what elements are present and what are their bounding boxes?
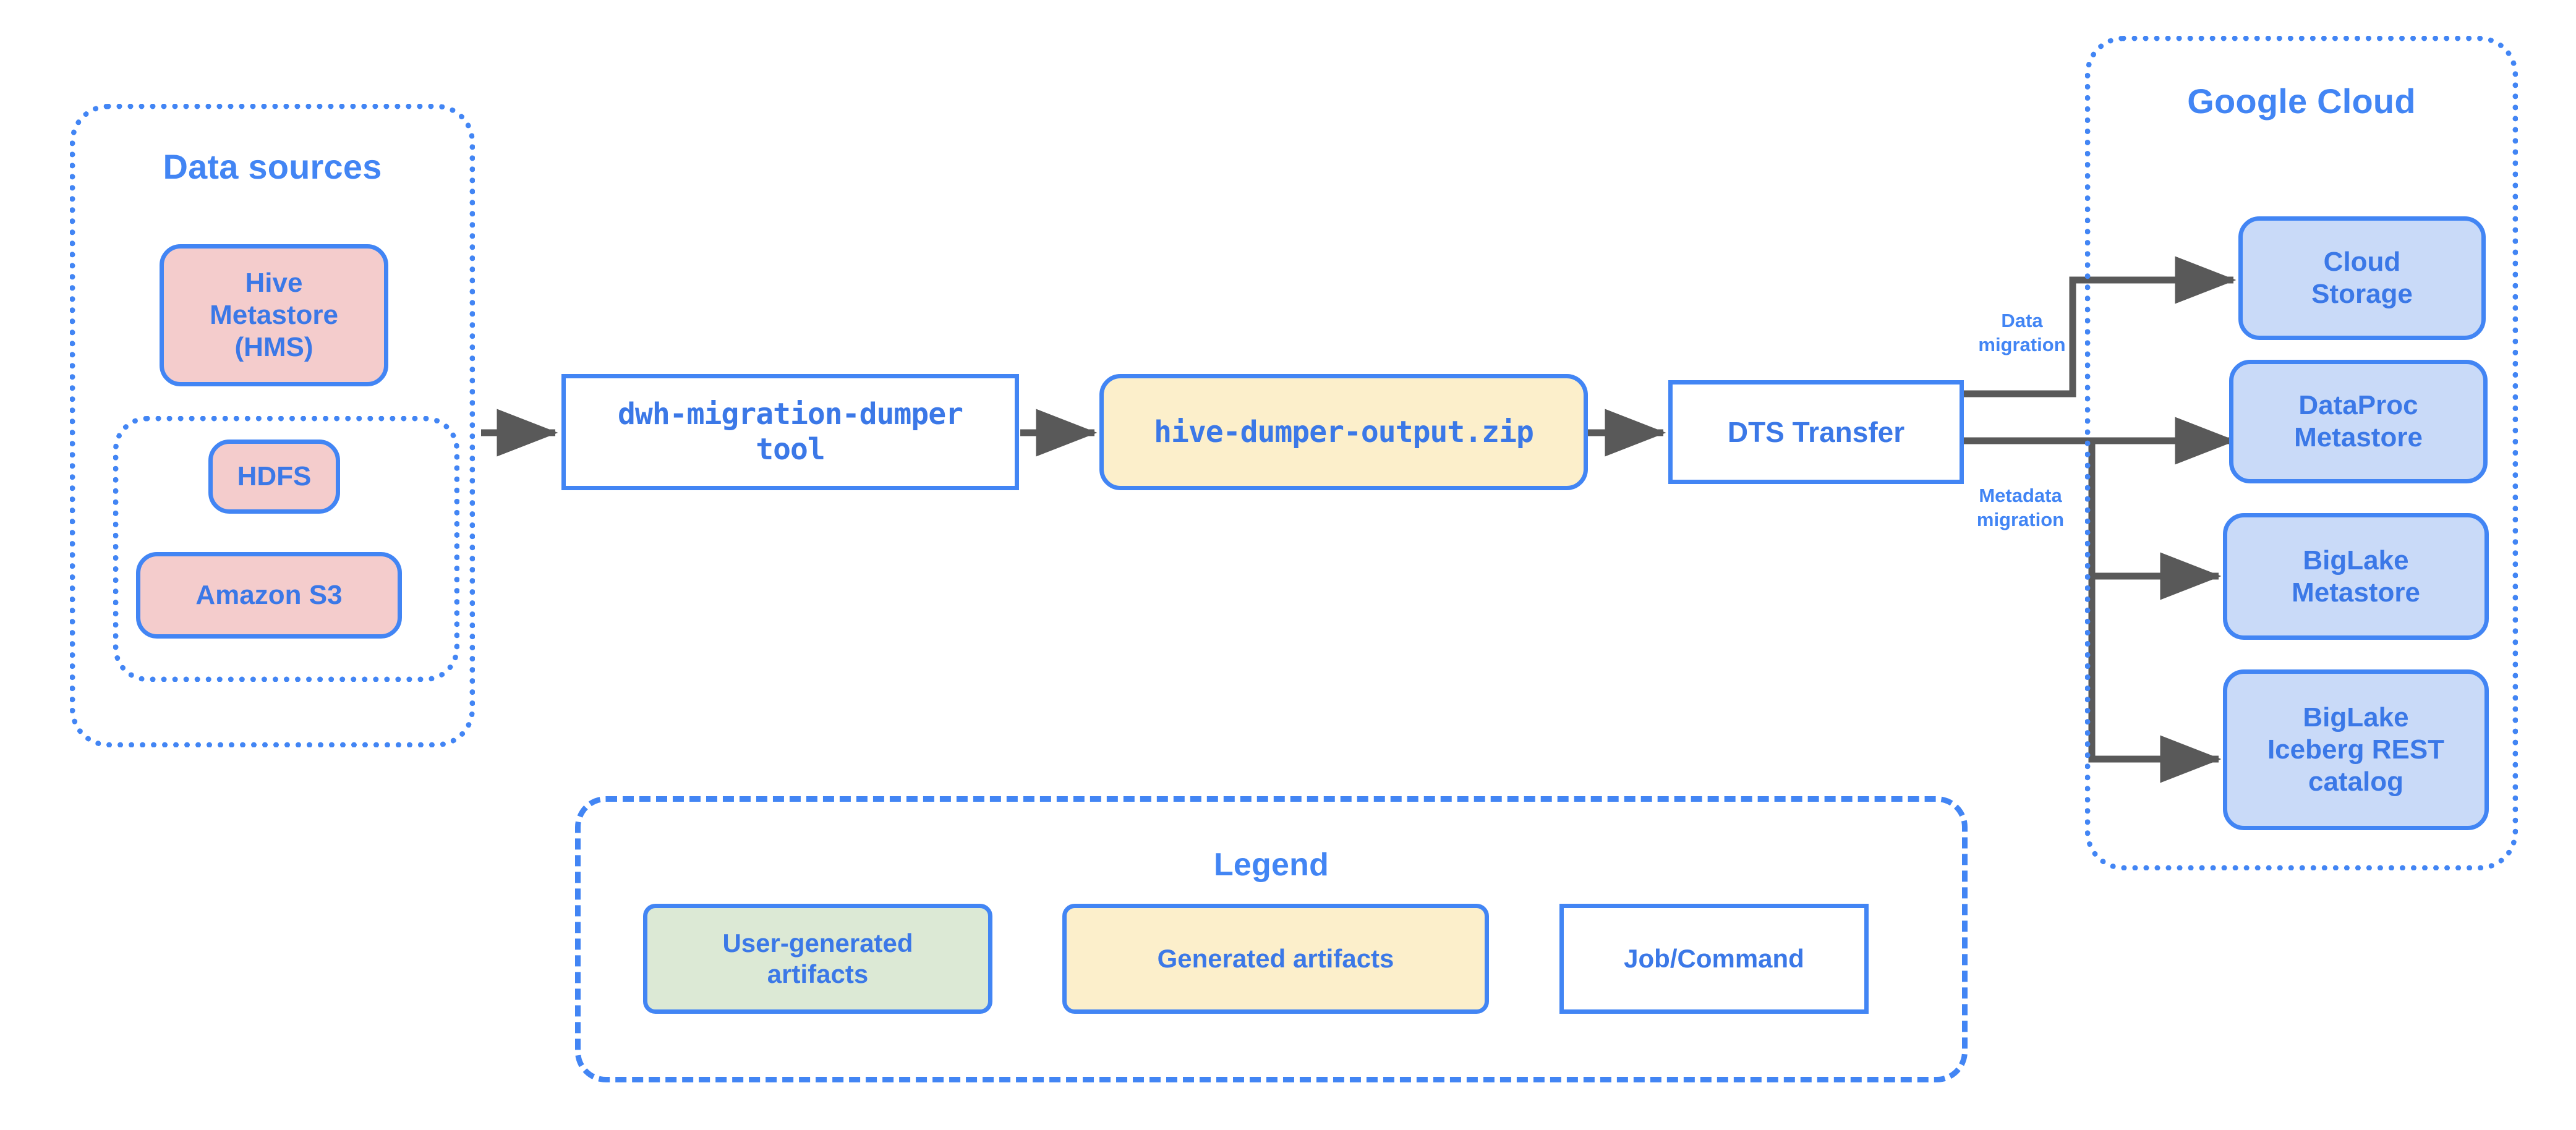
node-hive-metastore-line-1: Hive <box>245 268 303 299</box>
node-dumper-tool-line-1: dwh-migration-dumper <box>618 397 963 432</box>
node-biglake-iceberg-line-2: Iceberg REST <box>2267 734 2445 765</box>
node-dump-output-label: hive-dumper-output.zip <box>1154 414 1534 449</box>
node-hive-metastore[interactable]: Hive Metastore (HMS) <box>160 244 388 386</box>
node-dumper-tool-line-2: tool <box>756 432 825 467</box>
node-hive-dumper-output-zip[interactable]: hive-dumper-output.zip <box>1099 374 1588 490</box>
google-cloud-title: Google Cloud <box>2187 82 2416 121</box>
legend-swatch-job-command: Job/Command <box>1559 904 1869 1014</box>
edge-label-metadata-migration: Metadata migration <box>1976 485 2065 530</box>
node-biglake-iceberg-line-3: catalog <box>2308 766 2404 797</box>
legend-swatch-user-generated-artifacts: User-generated artifacts <box>643 904 992 1014</box>
node-dataproc-metastore[interactable]: DataProc Metastore <box>2229 360 2488 483</box>
node-dts-transfer-label: DTS Transfer <box>1727 415 1905 448</box>
legend-group: Legend <box>575 796 1968 1082</box>
legend-user-generated-line-2: artifacts <box>767 959 869 988</box>
node-hive-metastore-line-2: Metastore <box>210 300 338 331</box>
node-biglake-iceberg-line-1: BigLake <box>2303 702 2409 733</box>
node-amazon-s3-label: Amazon S3 <box>195 580 343 611</box>
node-cloud-storage-line-1: Cloud <box>2323 247 2401 278</box>
legend-generated-artifacts-label: Generated artifacts <box>1157 944 1394 974</box>
node-dataproc-metastore-line-2: Metastore <box>2294 422 2423 452</box>
data-sources-title: Data sources <box>163 147 382 186</box>
legend-swatch-generated-artifacts: Generated artifacts <box>1062 904 1489 1014</box>
google-cloud-group: Google Cloud <box>2085 36 2518 870</box>
node-hive-metastore-line-3: (HMS) <box>234 331 313 362</box>
node-hdfs-label: HDFS <box>237 461 312 492</box>
node-hdfs[interactable]: HDFS <box>208 440 340 514</box>
node-dts-transfer[interactable]: DTS Transfer <box>1668 380 1964 484</box>
node-cloud-storage-line-2: Storage <box>2311 279 2413 309</box>
edge-label-data-migration: Data migration <box>1978 310 2066 355</box>
node-dwh-migration-dumper-tool[interactable]: dwh-migration-dumper tool <box>561 374 1019 490</box>
node-dataproc-metastore-line-1: DataProc <box>2298 390 2418 421</box>
node-cloud-storage[interactable]: Cloud Storage <box>2238 216 2486 340</box>
data-sources-group: Data sources <box>70 104 475 747</box>
node-biglake-metastore-line-2: Metastore <box>2292 577 2420 608</box>
object-storage-group <box>113 416 459 682</box>
node-amazon-s3[interactable]: Amazon S3 <box>136 552 402 639</box>
legend-job-command-label: Job/Command <box>1624 944 1804 974</box>
node-biglake-metastore[interactable]: BigLake Metastore <box>2223 513 2489 640</box>
node-biglake-iceberg-rest-catalog[interactable]: BigLake Iceberg REST catalog <box>2223 669 2489 830</box>
legend-user-generated-line-1: User-generated <box>722 928 913 958</box>
node-biglake-metastore-line-1: BigLake <box>2303 545 2409 576</box>
legend-title: Legend <box>1213 847 1329 883</box>
